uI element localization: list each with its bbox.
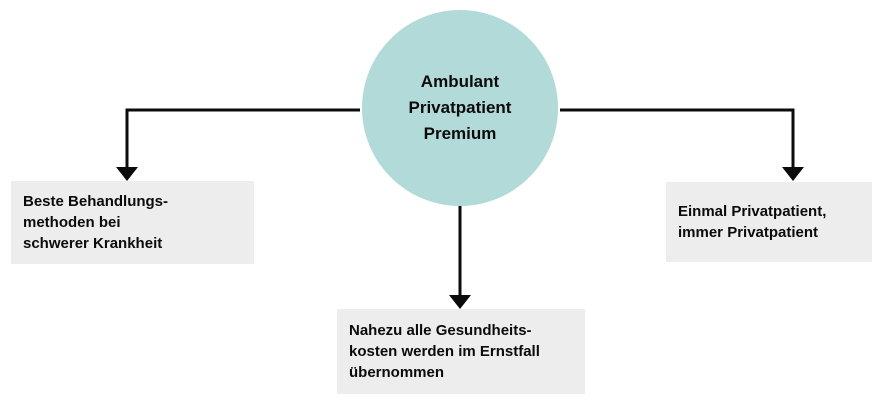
branch-box-left: Beste Behandlungs- methoden bei schwerer… [11,181,254,264]
branch-label-line: schwerer Krankheit [23,235,163,252]
arrow-right [560,108,804,181]
arrow-bottom [449,204,471,309]
branch-label-line: Einmal Privatpatient, [678,203,827,220]
center-node-label-line: Premium [423,124,497,143]
center-node: Ambulant Privatpatient Premium [362,10,558,206]
branch-label-line: Beste Behandlungs- [23,193,169,210]
branch-label-line: immer Privatpatient [678,224,819,241]
branch-label-line: Nahezu alle Gesundheits- [349,322,532,339]
branch-box-right: Einmal Privatpatient, immer Privatpatien… [666,182,872,262]
arrow-left [116,108,360,181]
center-node-label-line: Ambulant [420,72,500,91]
center-node-label-line: Privatpatient [408,98,512,117]
branch-label-line: kosten werden im Ernstfall [349,343,540,360]
branch-label-line: übernommen [349,364,445,381]
branch-label-line: methoden bei [23,214,121,231]
branch-box-bottom: Nahezu alle Gesundheits- kosten werden i… [337,309,585,394]
